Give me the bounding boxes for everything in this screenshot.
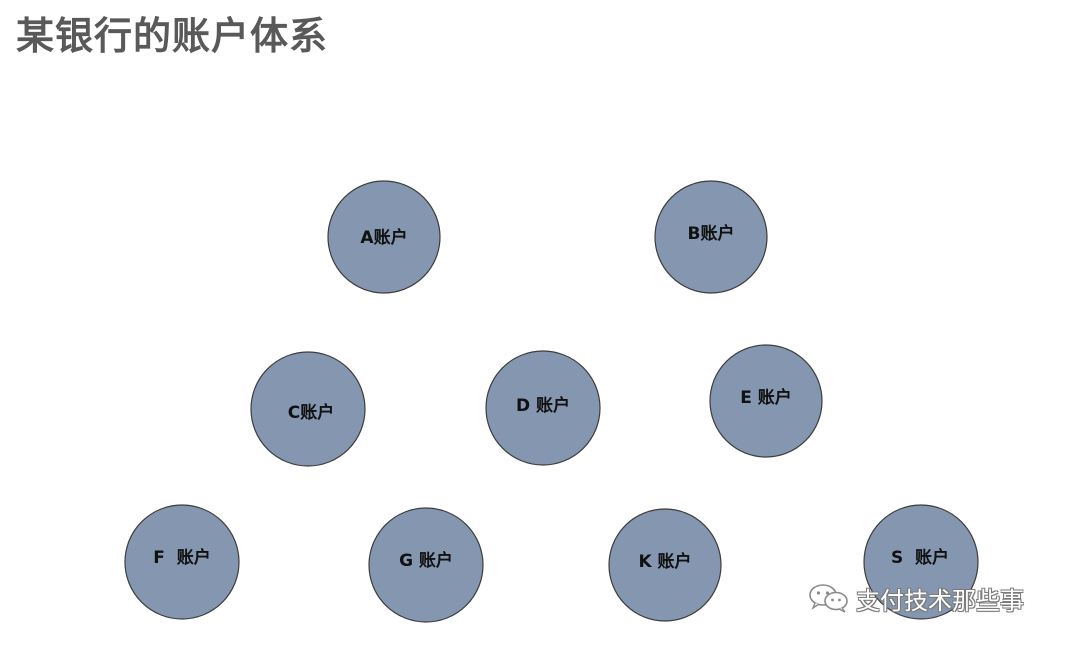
account-node-a: A账户: [327, 180, 441, 294]
account-circle-d: [485, 350, 601, 466]
account-node-b: B账户: [654, 180, 768, 294]
account-label-e: E 账户: [740, 387, 792, 408]
account-node-g: G 账户: [368, 507, 484, 623]
watermark-text: 支付技术那些事: [856, 586, 1024, 615]
account-label-b: B账户: [688, 223, 735, 244]
account-circle-s: [863, 504, 979, 620]
account-label-c: C账户: [288, 402, 334, 423]
account-circle-e: [709, 344, 823, 458]
wechat-icon: [808, 583, 850, 613]
account-label-k: K 账户: [638, 551, 691, 572]
account-label-g: G 账户: [399, 550, 453, 571]
account-node-e: E 账户: [709, 344, 823, 458]
account-circle-b: [654, 180, 768, 294]
account-circle-a: [327, 180, 441, 294]
account-label-d: D 账户: [516, 395, 570, 416]
account-circle-c: [250, 351, 366, 467]
account-circle-k: [608, 508, 722, 622]
account-node-s: S 账户: [863, 504, 979, 620]
page-title: 某银行的账户体系: [16, 14, 329, 58]
account-node-d: D 账户: [485, 350, 601, 466]
watermark: 支付技术那些事: [808, 581, 1024, 615]
account-circle-g: [368, 507, 484, 623]
account-label-a: A账户: [360, 227, 407, 248]
account-node-f: F 账户: [124, 504, 240, 620]
account-label-f: F 账户: [153, 547, 210, 568]
account-circle-f: [124, 504, 240, 620]
account-node-k: K 账户: [608, 508, 722, 622]
account-node-c: C账户: [250, 351, 366, 467]
account-label-s: S 账户: [891, 547, 949, 568]
